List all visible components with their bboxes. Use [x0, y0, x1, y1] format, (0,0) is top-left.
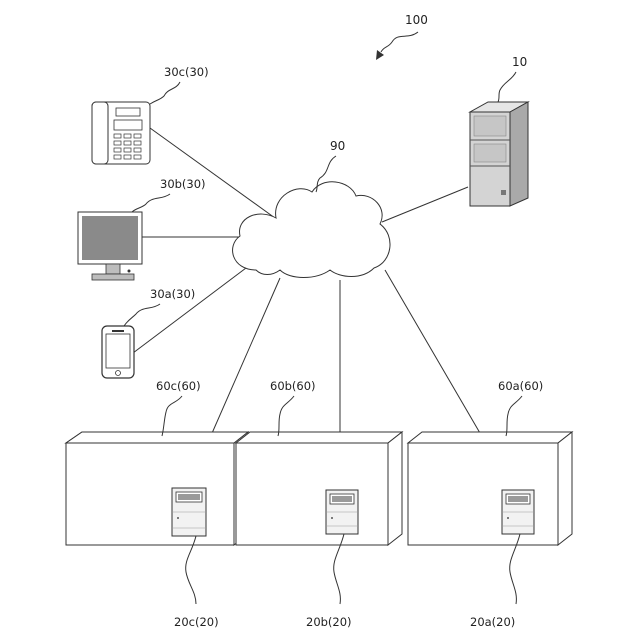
controller-20c-label: 20c(20) [174, 615, 219, 629]
server-leader [498, 72, 516, 102]
controller-20a-icon [502, 490, 534, 534]
terminal-30c-leader [150, 82, 180, 104]
controller-20c-leader [186, 536, 196, 604]
monitor-icon [78, 212, 142, 280]
desk-phone-icon [92, 102, 150, 164]
link-smartphone-cloud [133, 265, 250, 353]
controller-20a-label: 20a(20) [470, 615, 515, 629]
room-60c [66, 432, 248, 545]
server-label: 10 [512, 55, 527, 69]
room-60b [236, 432, 402, 545]
room-60b-leader [278, 396, 294, 436]
controller-20b-icon [326, 490, 358, 534]
terminal-30a-label: 30a(30) [150, 287, 195, 301]
system-label: 100 [405, 13, 428, 27]
terminal-30a-leader [124, 304, 160, 326]
controller-20c-icon [172, 488, 206, 536]
smartphone-icon [102, 326, 134, 378]
room-60c-label: 60c(60) [156, 379, 201, 393]
link-phone-cloud [150, 128, 275, 218]
terminal-30c-label: 30c(30) [164, 65, 209, 79]
terminal-30b-label: 30b(30) [160, 177, 206, 191]
room-60c-leader [162, 396, 182, 436]
room-60b-label: 60b(60) [270, 379, 316, 393]
link-server-cloud [382, 187, 468, 222]
room-60a [408, 432, 572, 545]
room-60a-label: 60a(60) [498, 379, 543, 393]
system-squiggle [381, 32, 418, 52]
controller-20b-label: 20b(20) [306, 615, 352, 629]
network-cloud [233, 182, 390, 278]
server-icon [470, 102, 528, 206]
system-arrow-icon [376, 50, 384, 60]
terminal-30b-leader [132, 194, 170, 212]
room-60a-leader [506, 396, 522, 436]
network-label: 90 [330, 139, 345, 153]
